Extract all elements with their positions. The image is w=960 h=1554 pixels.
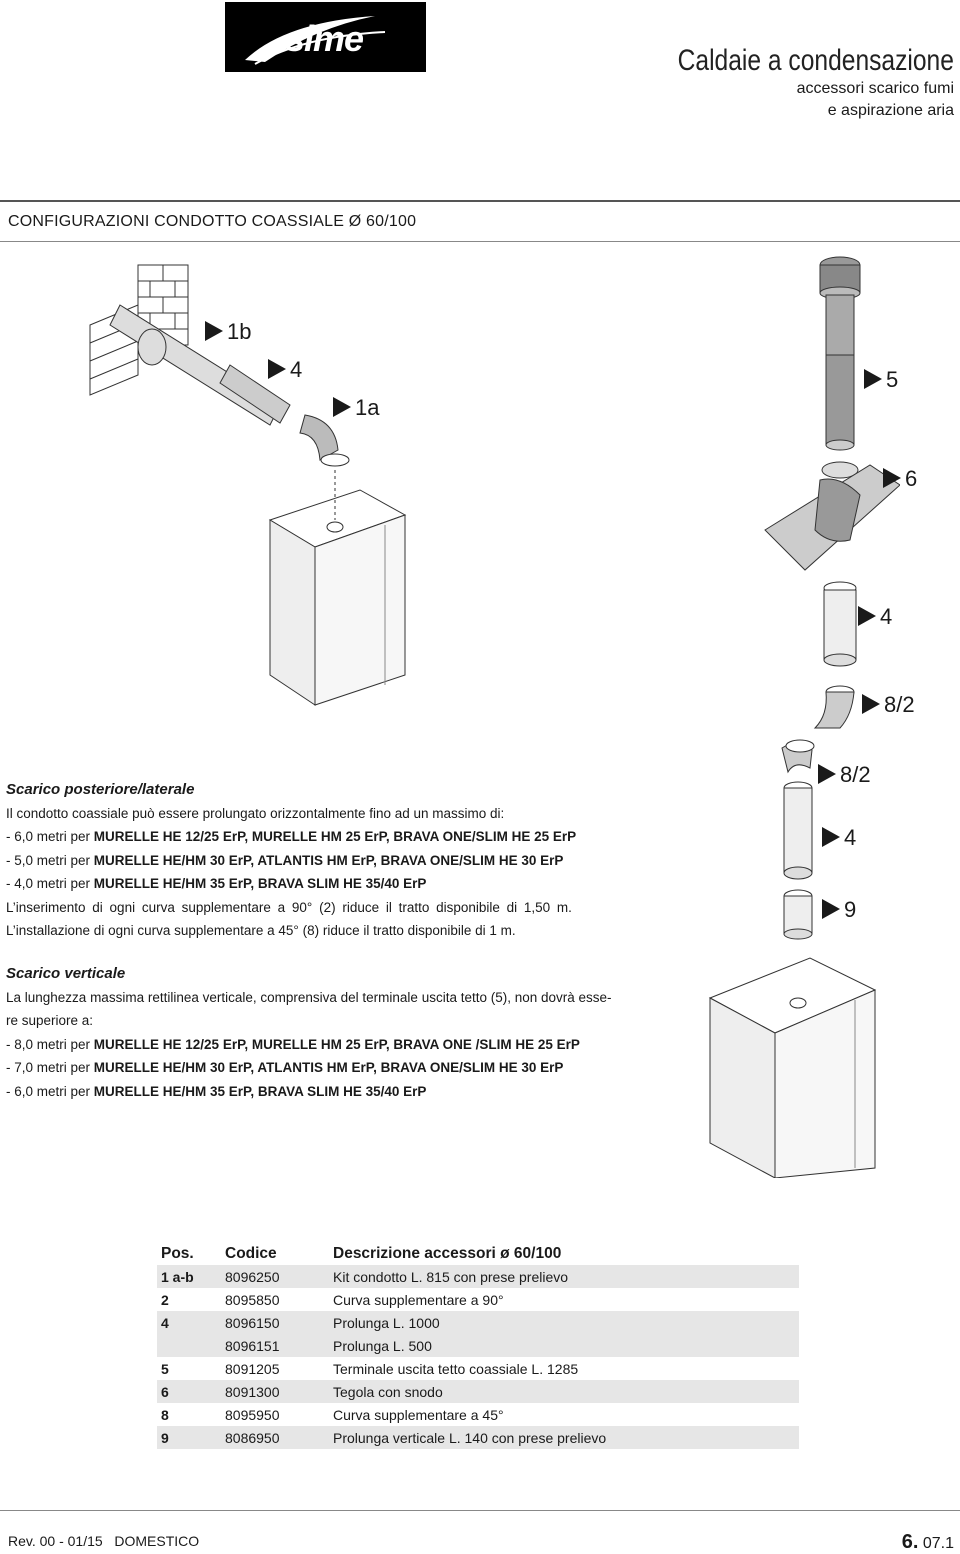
footer-revision: Rev. 00 - 01/15 DOMESTICO [8,1533,200,1549]
section-title: CONFIGURAZIONI CONDOTTO COASSIALE Ø 60/1… [8,213,417,230]
section-divider [0,241,960,242]
label-5: 5 [864,367,898,393]
label-8-2-lower: 8/2 [818,762,871,788]
label-1b: 1b [205,319,251,345]
label-4-lower: 4 [822,825,856,851]
rear-exhaust-note-90: L’inserimento di ogni curva supplementar… [6,899,572,915]
pointer-arrow-icon [205,321,223,342]
page-subtitle-line1: accessori scarico fumi [796,80,954,97]
page-number: 6. 07.1 [901,1531,954,1553]
vertical-exhaust-heading: Scarico verticale [6,965,126,982]
label-1a: 1a [333,395,379,421]
footer-divider [0,1510,960,1511]
rear-exhaust-intro: Il condotto coassiale può essere prolung… [6,805,505,821]
pointer-arrow-icon [862,694,880,715]
vertical-terminal-illustration [764,256,900,729]
logo-swoosh-icon [245,16,386,65]
table-row: 6 8091300 Tegola con snodo [157,1380,799,1403]
vertical-exhaust-intro: La lunghezza massima rettilinea vertical… [6,989,612,1005]
table-row: 5 8091205 Terminale uscita tetto coassia… [161,1360,579,1377]
pointer-arrow-icon [864,369,882,390]
pointer-arrow-icon [268,359,286,380]
vertical-exhaust-section: Scarico verticale La lunghezza massima r… [6,962,612,1103]
label-4-right: 4 [858,604,892,630]
header-description: Descrizione accessori ø 60/100 [333,1244,562,1262]
table-row: 8 8095950 Curva supplementare a 45° [161,1406,504,1423]
table-row: 2 8095850 Curva supplementare a 90° [161,1291,504,1308]
vertical-exhaust-line: - 6,0 metri per MURELLE HE/HM 35 ErP, BR… [6,1083,427,1099]
vertical-exhaust-boiler-illustration [708,739,877,1178]
header-pos: Pos. [161,1244,194,1262]
pointer-arrow-icon [818,764,836,785]
header-divider [0,200,960,202]
header-code: Codice [225,1244,277,1262]
vertical-exhaust-line: - 7,0 metri per MURELLE HE/HM 30 ErP, AT… [6,1060,564,1075]
table-row: 8096151 Prolunga L. 500 [157,1334,799,1357]
page-title: Caldaie a condensazione [677,44,954,77]
vertical-exhaust-line: - 8,0 metri per MURELLE HE 12/25 ErP, MU… [6,1036,580,1052]
label-6: 6 [883,466,917,492]
label-9: 9 [822,897,856,923]
pointer-arrow-icon [822,899,840,920]
rear-exhaust-heading: Scarico posteriore/laterale [6,781,195,798]
table-header-row: Pos. Codice Descrizione accessori ø 60/1… [157,1242,799,1265]
label-4-left: 4 [268,357,302,383]
table-row: 1 a-b 8096250 Kit condotto L. 815 con pr… [157,1265,799,1288]
pointer-arrow-icon [858,606,876,627]
page-subtitle-line2: e aspirazione aria [827,102,954,119]
pointer-arrow-icon [822,827,840,848]
footer-category: DOMESTICO [114,1533,200,1549]
table-row: 4 8096150 Prolunga L. 1000 [157,1311,799,1334]
accessories-table: Pos. Codice Descrizione accessori ø 60/1… [157,1242,799,1449]
vertical-exhaust-intro-cont: re superiore a: [6,1013,94,1028]
label-8-2-right: 8/2 [862,692,915,718]
rear-exhaust-line: - 5,0 metri per MURELLE HE/HM 30 ErP, AT… [6,852,564,868]
rear-exhaust-line: - 6,0 metri per MURELLE HE 12/25 ErP, MU… [6,829,577,844]
pointer-arrow-icon [883,468,901,489]
brand-name: sime [285,18,364,59]
brand-logo: sime [225,2,426,72]
rear-exhaust-section: Scarico posteriore/laterale Il condotto … [6,778,576,943]
pointer-arrow-icon [333,397,351,418]
table-row: 9 8086950 Prolunga verticale L. 140 con … [157,1426,799,1449]
rear-exhaust-note-45: L’installazione di ogni curva supplement… [6,923,516,938]
rear-exhaust-line: - 4,0 metri per MURELLE HE/HM 35 ErP, BR… [6,876,427,891]
rear-exhaust-illustration [89,264,407,706]
